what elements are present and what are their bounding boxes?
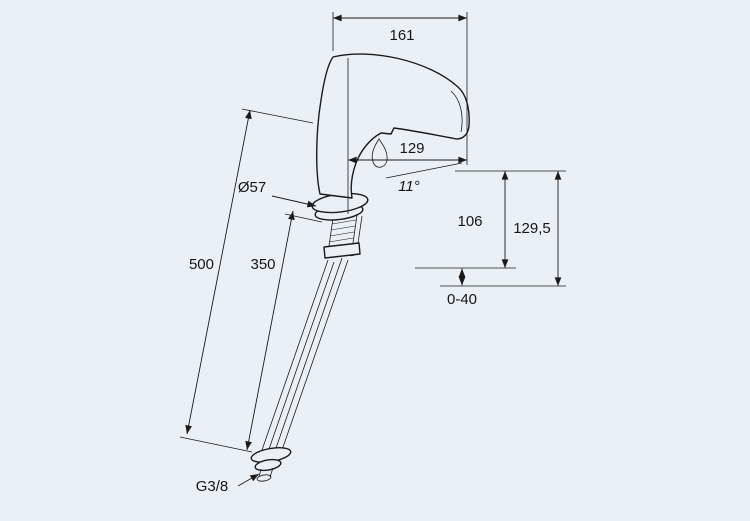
dim-161-label: 161 bbox=[389, 27, 414, 44]
spout-face-line bbox=[450, 90, 463, 133]
dim-350-label: 350 bbox=[250, 256, 275, 273]
dim-500-label: 500 bbox=[189, 256, 214, 273]
dim-500-line bbox=[218, 109, 252, 271]
thread-size-label: G3/8 bbox=[196, 478, 229, 495]
dim-129-5-label: 129,5 bbox=[513, 220, 551, 237]
diameter-57-label: Ø57 bbox=[238, 179, 266, 196]
dim-106-label: 106 bbox=[457, 213, 482, 230]
dim-350-line bbox=[281, 210, 295, 269]
dimension-lines bbox=[185, 14, 562, 487]
water-drop-icon bbox=[371, 138, 388, 168]
hose-end-fitting bbox=[250, 447, 292, 482]
angle-11-label: 11° bbox=[398, 178, 420, 195]
dim-129-label: 129 bbox=[399, 140, 424, 157]
threaded-shank bbox=[328, 214, 358, 247]
deck-thickness-label: 0-40 bbox=[447, 291, 477, 308]
diameter-leader-line bbox=[271, 195, 317, 208]
supply-hoses bbox=[261, 257, 349, 453]
mounting-nut bbox=[323, 242, 361, 259]
thread-leader-line bbox=[237, 473, 260, 487]
